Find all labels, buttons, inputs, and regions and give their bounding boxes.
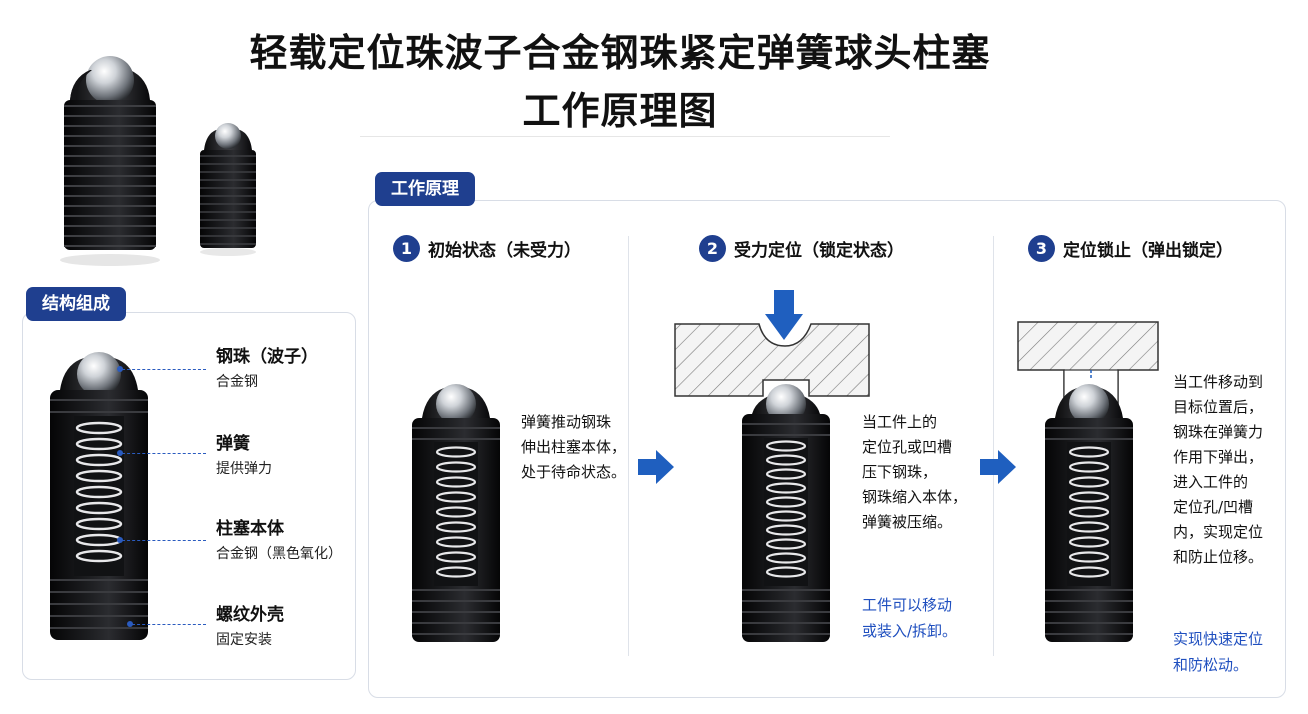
part-ball-material: 合金钢: [216, 374, 258, 390]
step-3-desc-line: 进入工件的: [1173, 473, 1249, 491]
body-leader-line: [122, 540, 206, 541]
ball-leader-line: [122, 369, 206, 370]
page-subtitle: 工作原理图: [522, 89, 718, 133]
part-body-material: 合金钢（黑色氧化）: [216, 546, 342, 562]
step-3-desc-line: 当工件移动到: [1173, 373, 1264, 391]
step-2-note-line: 工件可以移动: [862, 596, 953, 614]
step-2-desc-line: 钢珠缩入本体，: [862, 488, 968, 506]
spring-leader-line: [122, 453, 206, 454]
principle-tag: 工作原理: [375, 172, 475, 206]
flow-arrow-icon: [980, 450, 1016, 484]
step-divider-1: [628, 236, 629, 656]
step-3-desc-line: 和防止位移。: [1173, 548, 1264, 566]
step-2-note-line: 或装入/拆卸。: [862, 622, 958, 640]
step-1-header: 1 初始状态（未受力）: [393, 234, 581, 262]
step-2-description: 当工件上的 定位孔或凹槽 压下钢珠， 钢珠缩入本体， 弹簧被压缩。: [862, 410, 967, 535]
step-2-note: 工件可以移动 或装入/拆卸。: [862, 592, 957, 644]
step-3-desc-line: 内，实现定位: [1173, 523, 1264, 541]
step-1-title: 初始状态（未受力）: [428, 240, 581, 261]
spring-leader-dot: [117, 450, 123, 456]
step-3-desc-line: 钢珠在弹簧力: [1173, 423, 1264, 441]
step-3-plunger: [1045, 384, 1133, 642]
product-photo-small: [200, 123, 256, 256]
step-2-desc-line: 当工件上的: [862, 413, 938, 431]
part-body-name: 柱塞本体: [216, 519, 284, 539]
body-leader-dot: [117, 537, 123, 543]
step-2-desc-line: 压下钢珠，: [862, 463, 938, 481]
step-3-description: 当工件移动到 目标位置后， 钢珠在弹簧力 作用下弹出， 进入工件的 定位孔/凹槽…: [1173, 370, 1263, 570]
step-3-note-line: 和防松动。: [1173, 656, 1249, 674]
step-3-number: 3: [1028, 234, 1055, 262]
part-spring-name: 弹簧: [216, 434, 250, 454]
step-2-desc-line: 定位孔或凹槽: [862, 438, 953, 456]
step-2-workpiece: [674, 290, 870, 397]
part-ball-name: 钢珠（波子）: [216, 347, 318, 367]
part-spring-material: 提供弹力: [216, 461, 272, 477]
step-3-desc-line: 作用下弹出，: [1173, 448, 1264, 466]
part-shell-name: 螺纹外壳: [216, 605, 284, 625]
step-3-desc-line: 定位孔/凹槽: [1173, 498, 1254, 516]
step-1-description: 弹簧推动钢珠 伸出柱塞本体， 处于待命状态。: [521, 410, 626, 485]
cutaway-plunger-diagram: [50, 352, 148, 640]
page-title: 轻载定位珠波子合金钢珠紧定弹簧球头柱塞: [249, 31, 991, 75]
structure-tag: 结构组成: [26, 287, 126, 321]
step-2-desc-line: 弹簧被压缩。: [862, 513, 953, 531]
step-1-plunger: [412, 384, 500, 642]
shell-leader-line: [132, 624, 206, 625]
step-3-note: 实现快速定位 和防松动。: [1173, 626, 1263, 678]
step-3-note-line: 实现快速定位: [1173, 630, 1264, 648]
ball-leader-dot: [117, 366, 123, 372]
step-1-desc-line: 弹簧推动钢珠: [521, 413, 612, 431]
shell-leader-dot: [127, 621, 133, 627]
step-2-header: 2 受力定位（锁定状态）: [699, 234, 904, 262]
step-1-desc-line: 处于待命状态。: [521, 463, 627, 481]
step-3-desc-line: 目标位置后，: [1173, 398, 1264, 416]
flow-arrow-icon: [638, 450, 674, 484]
step-3-title: 定位锁止（弹出锁定）: [1063, 240, 1233, 261]
title-divider: [360, 136, 890, 137]
part-shell-material: 固定安装: [216, 632, 272, 648]
step-2-plunger: [742, 384, 830, 642]
step-2-number: 2: [699, 234, 726, 262]
step-1-number: 1: [393, 234, 420, 262]
product-photo-large: [60, 56, 160, 266]
step-divider-2: [993, 236, 994, 656]
step-2-title: 受力定位（锁定状态）: [734, 240, 904, 261]
step-3-header: 3 定位锁止（弹出锁定）: [1028, 234, 1233, 262]
step-1-desc-line: 伸出柱塞本体，: [521, 438, 627, 456]
